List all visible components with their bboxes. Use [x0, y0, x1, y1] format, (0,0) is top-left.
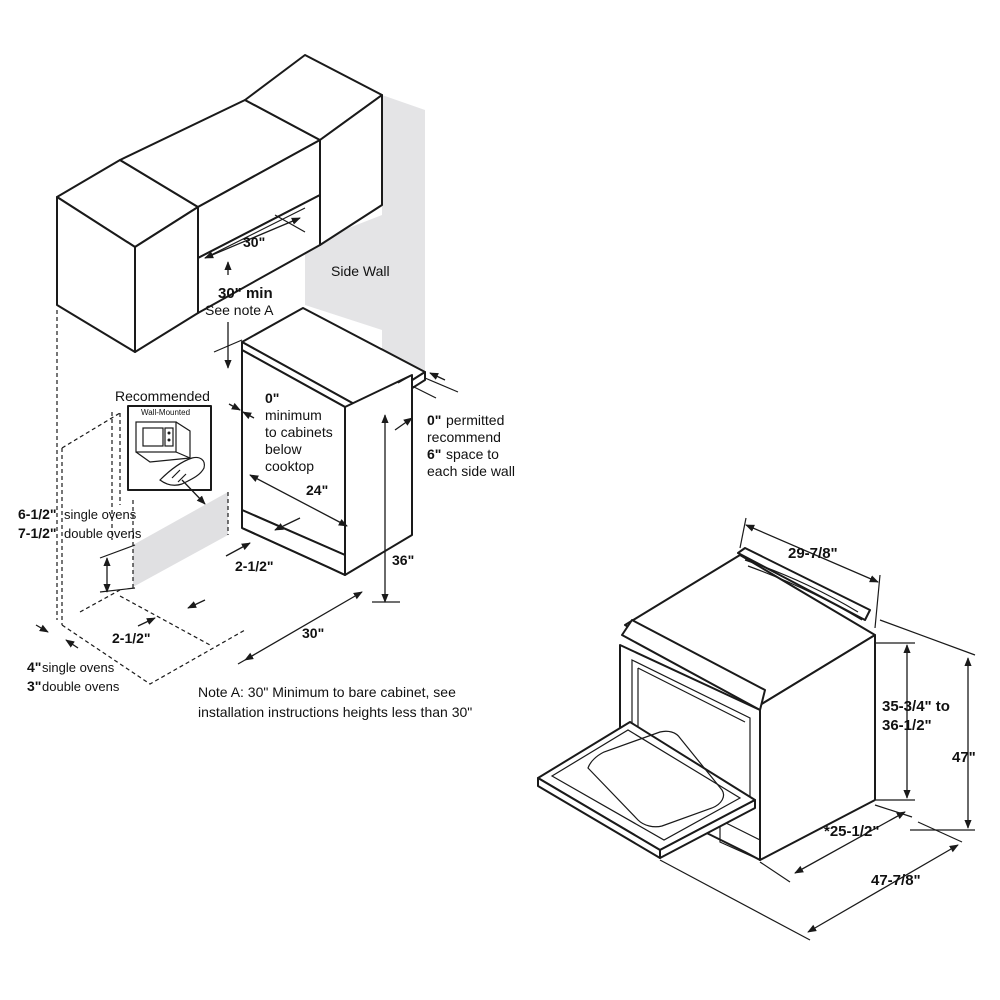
- below-text: below: [265, 441, 302, 457]
- clearance-label: 30" min: [218, 285, 273, 302]
- recommend-text: recommend: [427, 429, 501, 445]
- to-cabinets-text: to cabinets: [265, 424, 333, 440]
- permitted-zero: 0": [427, 412, 441, 428]
- cooktop-height-dimension: 35-3/4" to 36-1/2": [876, 642, 950, 801]
- height-36-dimension: 36": [372, 374, 414, 603]
- width-30-dimension: 30": [237, 591, 363, 665]
- single-ovens-b: single ovens: [42, 660, 115, 675]
- minimum-text: minimum: [265, 407, 322, 423]
- range-right: [537, 547, 876, 861]
- seven-half-label: 7-1/2": [18, 525, 57, 541]
- inset-dimension-a: 2-1/2": [225, 517, 301, 574]
- door-open-depth-dimension: 47-7/8": [659, 821, 963, 941]
- oven-vent-height-dimension: 6-1/2" single ovens 7-1/2" double ovens: [18, 506, 142, 593]
- zero-min-dimension: 0" minimum to cabinets below cooktop: [228, 390, 333, 474]
- range-width-label: 29-7/8": [788, 545, 838, 562]
- pointing-hand-icon: [159, 456, 205, 486]
- recommended-callout: Recommended Wall-Mounted: [115, 388, 212, 505]
- single-ovens-a: single ovens: [64, 507, 137, 522]
- three-inch-label: 3": [27, 678, 41, 694]
- see-note-label: See note A: [205, 302, 274, 318]
- range-width-dimension: 29-7/8": [739, 517, 881, 629]
- total-height-label: 47": [952, 749, 976, 766]
- inset-b-label: 2-1/2": [112, 630, 151, 646]
- cooktop-height-label-1: 35-3/4" to: [882, 698, 950, 715]
- permitted-text: permitted: [446, 412, 504, 428]
- side-wall: [305, 95, 425, 375]
- total-height-dimension: 47": [879, 619, 976, 831]
- door-open-depth-label: 47-7/8": [871, 872, 921, 889]
- inset-dimension-b: 2-1/2": [112, 599, 206, 646]
- note-a-line1: Note A: 30" Minimum to bare cabinet, see: [198, 684, 456, 700]
- depth-24-dimension: 24": [249, 474, 348, 527]
- six-half-label: 6-1/2": [18, 506, 57, 522]
- double-ovens-b: double ovens: [42, 679, 120, 694]
- wall-mounted-label: Wall-Mounted: [141, 408, 190, 417]
- backsplash-area: [56, 310, 246, 685]
- inset-a-label: 2-1/2": [235, 558, 274, 574]
- floor-offset-dimension: 4" single ovens 3" double ovens: [27, 624, 120, 694]
- side-wall-label: Side Wall: [331, 263, 390, 279]
- four-inch-label: 4": [27, 659, 41, 675]
- body-depth-label: *25-1/2": [824, 823, 879, 840]
- hood-width-label: 30": [243, 234, 265, 250]
- cooktop-height-label-2: 36-1/2": [882, 717, 932, 734]
- cooktop-text: cooktop: [265, 458, 314, 474]
- clearance-dimension: 30" min See note A: [205, 261, 274, 369]
- depth-24-label: 24": [306, 482, 328, 498]
- height-36-label: 36": [392, 552, 414, 568]
- each-side-wall-text: each side wall: [427, 463, 515, 479]
- width-30-label: 30": [302, 625, 324, 641]
- side-wall-clearance: 0" permitted recommend 6" space to each …: [394, 372, 515, 479]
- space-to-text: space to: [446, 446, 499, 462]
- double-ovens-a: double ovens: [64, 526, 142, 541]
- note-a-line2: installation instructions heights less t…: [198, 704, 472, 720]
- six-inch-label: 6": [427, 446, 441, 462]
- hood-width-dimension: 30": [204, 217, 301, 259]
- recommended-label: Recommended: [115, 388, 210, 404]
- wall-oven-icon: [135, 421, 191, 463]
- zero-label: 0": [265, 390, 279, 406]
